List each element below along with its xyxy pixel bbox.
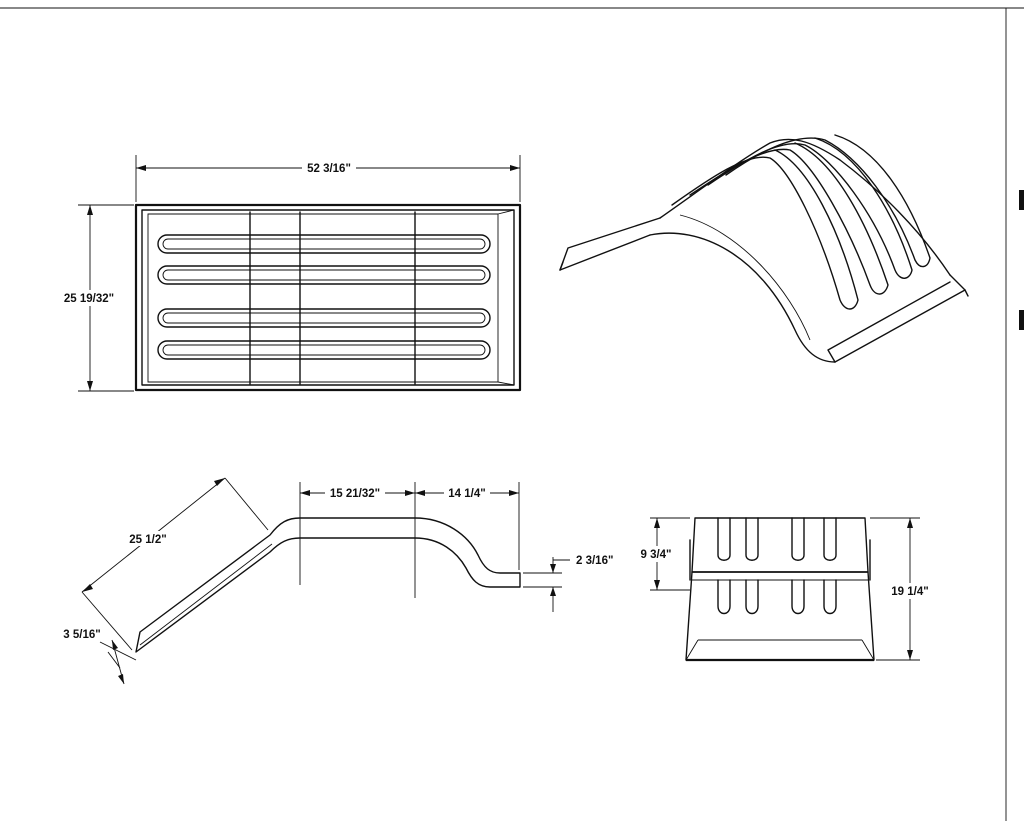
side-tail-label: 14 1/4" (448, 488, 485, 500)
front-upper-dimension: 9 3/4" (634, 517, 690, 591)
side-lip-label: 2 3/16" (576, 555, 613, 567)
top-view-ribs (157, 234, 491, 360)
top-width-dimension: 52 3/16" (135, 155, 521, 202)
side-lip-dimension: 2 3/16" (523, 555, 613, 612)
side-slope-label: 25 1/2" (129, 534, 166, 546)
top-view: 52 3/16" 25 19/32" (58, 155, 522, 392)
front-upper-label: 9 3/4" (640, 549, 671, 561)
isometric-view (559, 134, 969, 363)
top-height-dimension: 25 19/32" (58, 204, 134, 392)
front-total-label: 19 1/4" (891, 586, 928, 598)
front-view: 9 3/4" 19 1/4" (634, 517, 934, 662)
side-flat-label: 15 21/32" (330, 488, 380, 500)
side-thickness-label: 3 5/16" (63, 629, 100, 641)
side-slope-dimension: 25 1/2" (81, 477, 269, 651)
top-width-label: 52 3/16" (307, 163, 351, 175)
front-lower-ribs (717, 579, 837, 615)
top-height-label: 25 19/32" (64, 293, 114, 305)
side-view: 25 1/2" 3 5/16" 15 21/32" 14 1/4" (55, 477, 613, 685)
side-thickness-dimension: 3 5/16" (55, 626, 137, 685)
side-flat-dimension: 15 21/32" 14 1/4" (299, 482, 520, 598)
sheet-border (0, 7, 1024, 821)
isometric-ribs (671, 134, 931, 310)
front-upper-ribs (717, 517, 837, 561)
front-total-dimension: 19 1/4" (870, 517, 934, 661)
